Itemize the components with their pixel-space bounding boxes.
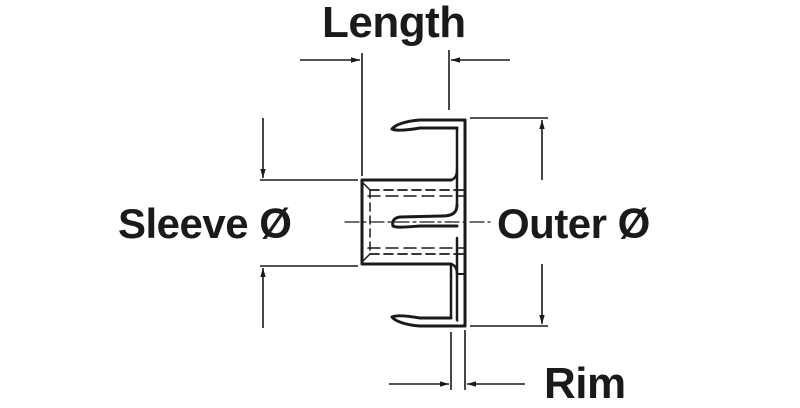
bottom-prong <box>390 314 467 328</box>
length-label: Length <box>322 0 466 47</box>
sleeve-body <box>360 168 466 276</box>
middle-prong <box>391 203 459 229</box>
sleeve-diameter-dimension <box>260 118 358 328</box>
length-dimension <box>300 50 510 176</box>
top-prong <box>390 118 467 132</box>
outer-diameter-dimension <box>470 117 548 327</box>
rim-label: Rim <box>544 359 626 408</box>
outer-diameter-label: Outer Ø <box>497 200 650 247</box>
rim-dimension <box>389 330 525 390</box>
connector-part <box>344 118 491 328</box>
sleeve-diameter-label: Sleeve Ø <box>118 200 292 247</box>
